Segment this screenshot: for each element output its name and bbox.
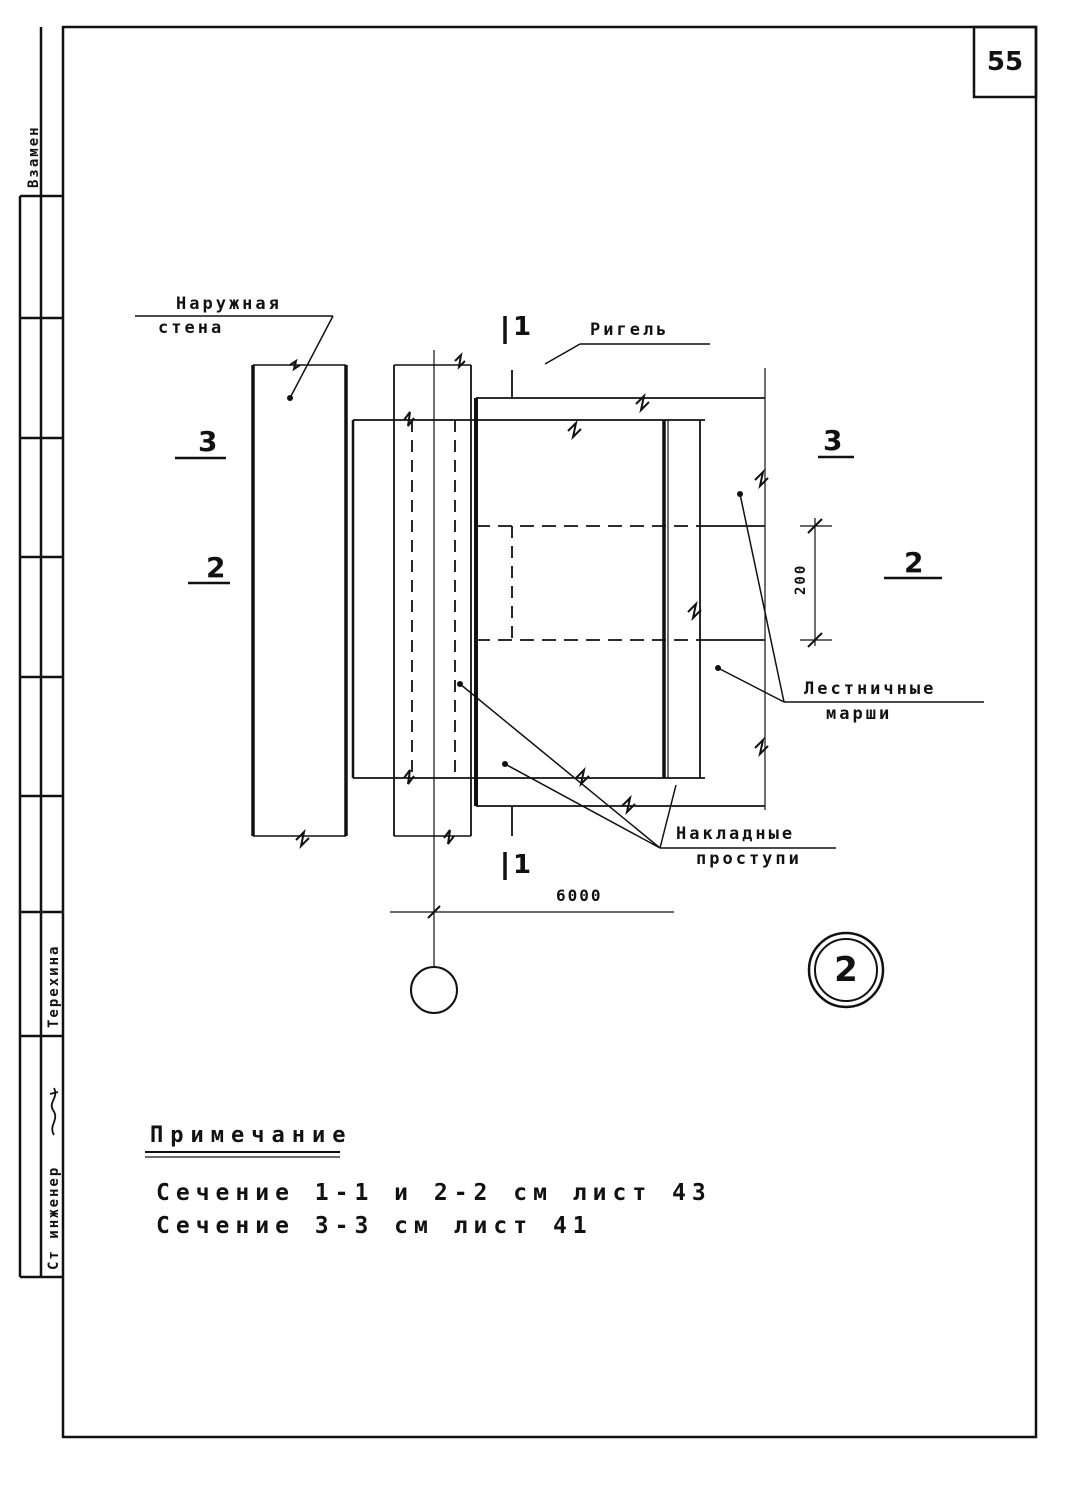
section-2-left: 2 (206, 551, 226, 584)
plan-drawing (251, 316, 885, 1014)
section-1-top: 1 (513, 312, 532, 342)
dimension-gap: 200 (793, 563, 809, 595)
note-line-2: Сечение 3-3 см лист 41 (156, 1213, 593, 1239)
label-outer-wall-line1: Наружная (176, 294, 282, 314)
detail-circle-outer (807, 931, 885, 1009)
label-rigel: Ригель (590, 320, 670, 340)
break-marks (289, 352, 769, 850)
section-2-right: 2 (904, 546, 924, 579)
label-treads-line1: Накладные (676, 824, 796, 844)
detail-circle-inner (814, 938, 878, 1002)
stamp-change: Взамен (26, 125, 42, 188)
leaders (135, 315, 984, 1158)
section-3-right: 3 (823, 424, 843, 457)
detail-circle-label: 2 (834, 950, 858, 990)
note-title: Примечание (150, 1123, 353, 1148)
sheet-number: 55 (986, 47, 1024, 77)
axis-circle-label (411, 967, 457, 1013)
section-1-bottom: 1 (513, 850, 532, 880)
dimension-width: 6000 (556, 886, 603, 905)
label-stair-flights-line1: Лестничные (804, 679, 937, 699)
label-treads-line2: проступи (696, 849, 802, 869)
axis-circle (410, 966, 458, 1014)
stamp-engineer-title: Ст инженер (46, 1165, 62, 1270)
section-3-left: 3 (198, 425, 218, 458)
signature-mark (49, 1087, 59, 1136)
note-line-1: Сечение 1-1 и 2-2 см лист 43 (156, 1180, 712, 1206)
label-outer-wall-line2: стена (158, 318, 225, 338)
stamp-drawn-by: Терехина (46, 944, 62, 1028)
sheet-number-box (972, 25, 1038, 99)
sheet-frame (61, 25, 1038, 1439)
label-stair-flights-line2: марши (826, 704, 893, 724)
